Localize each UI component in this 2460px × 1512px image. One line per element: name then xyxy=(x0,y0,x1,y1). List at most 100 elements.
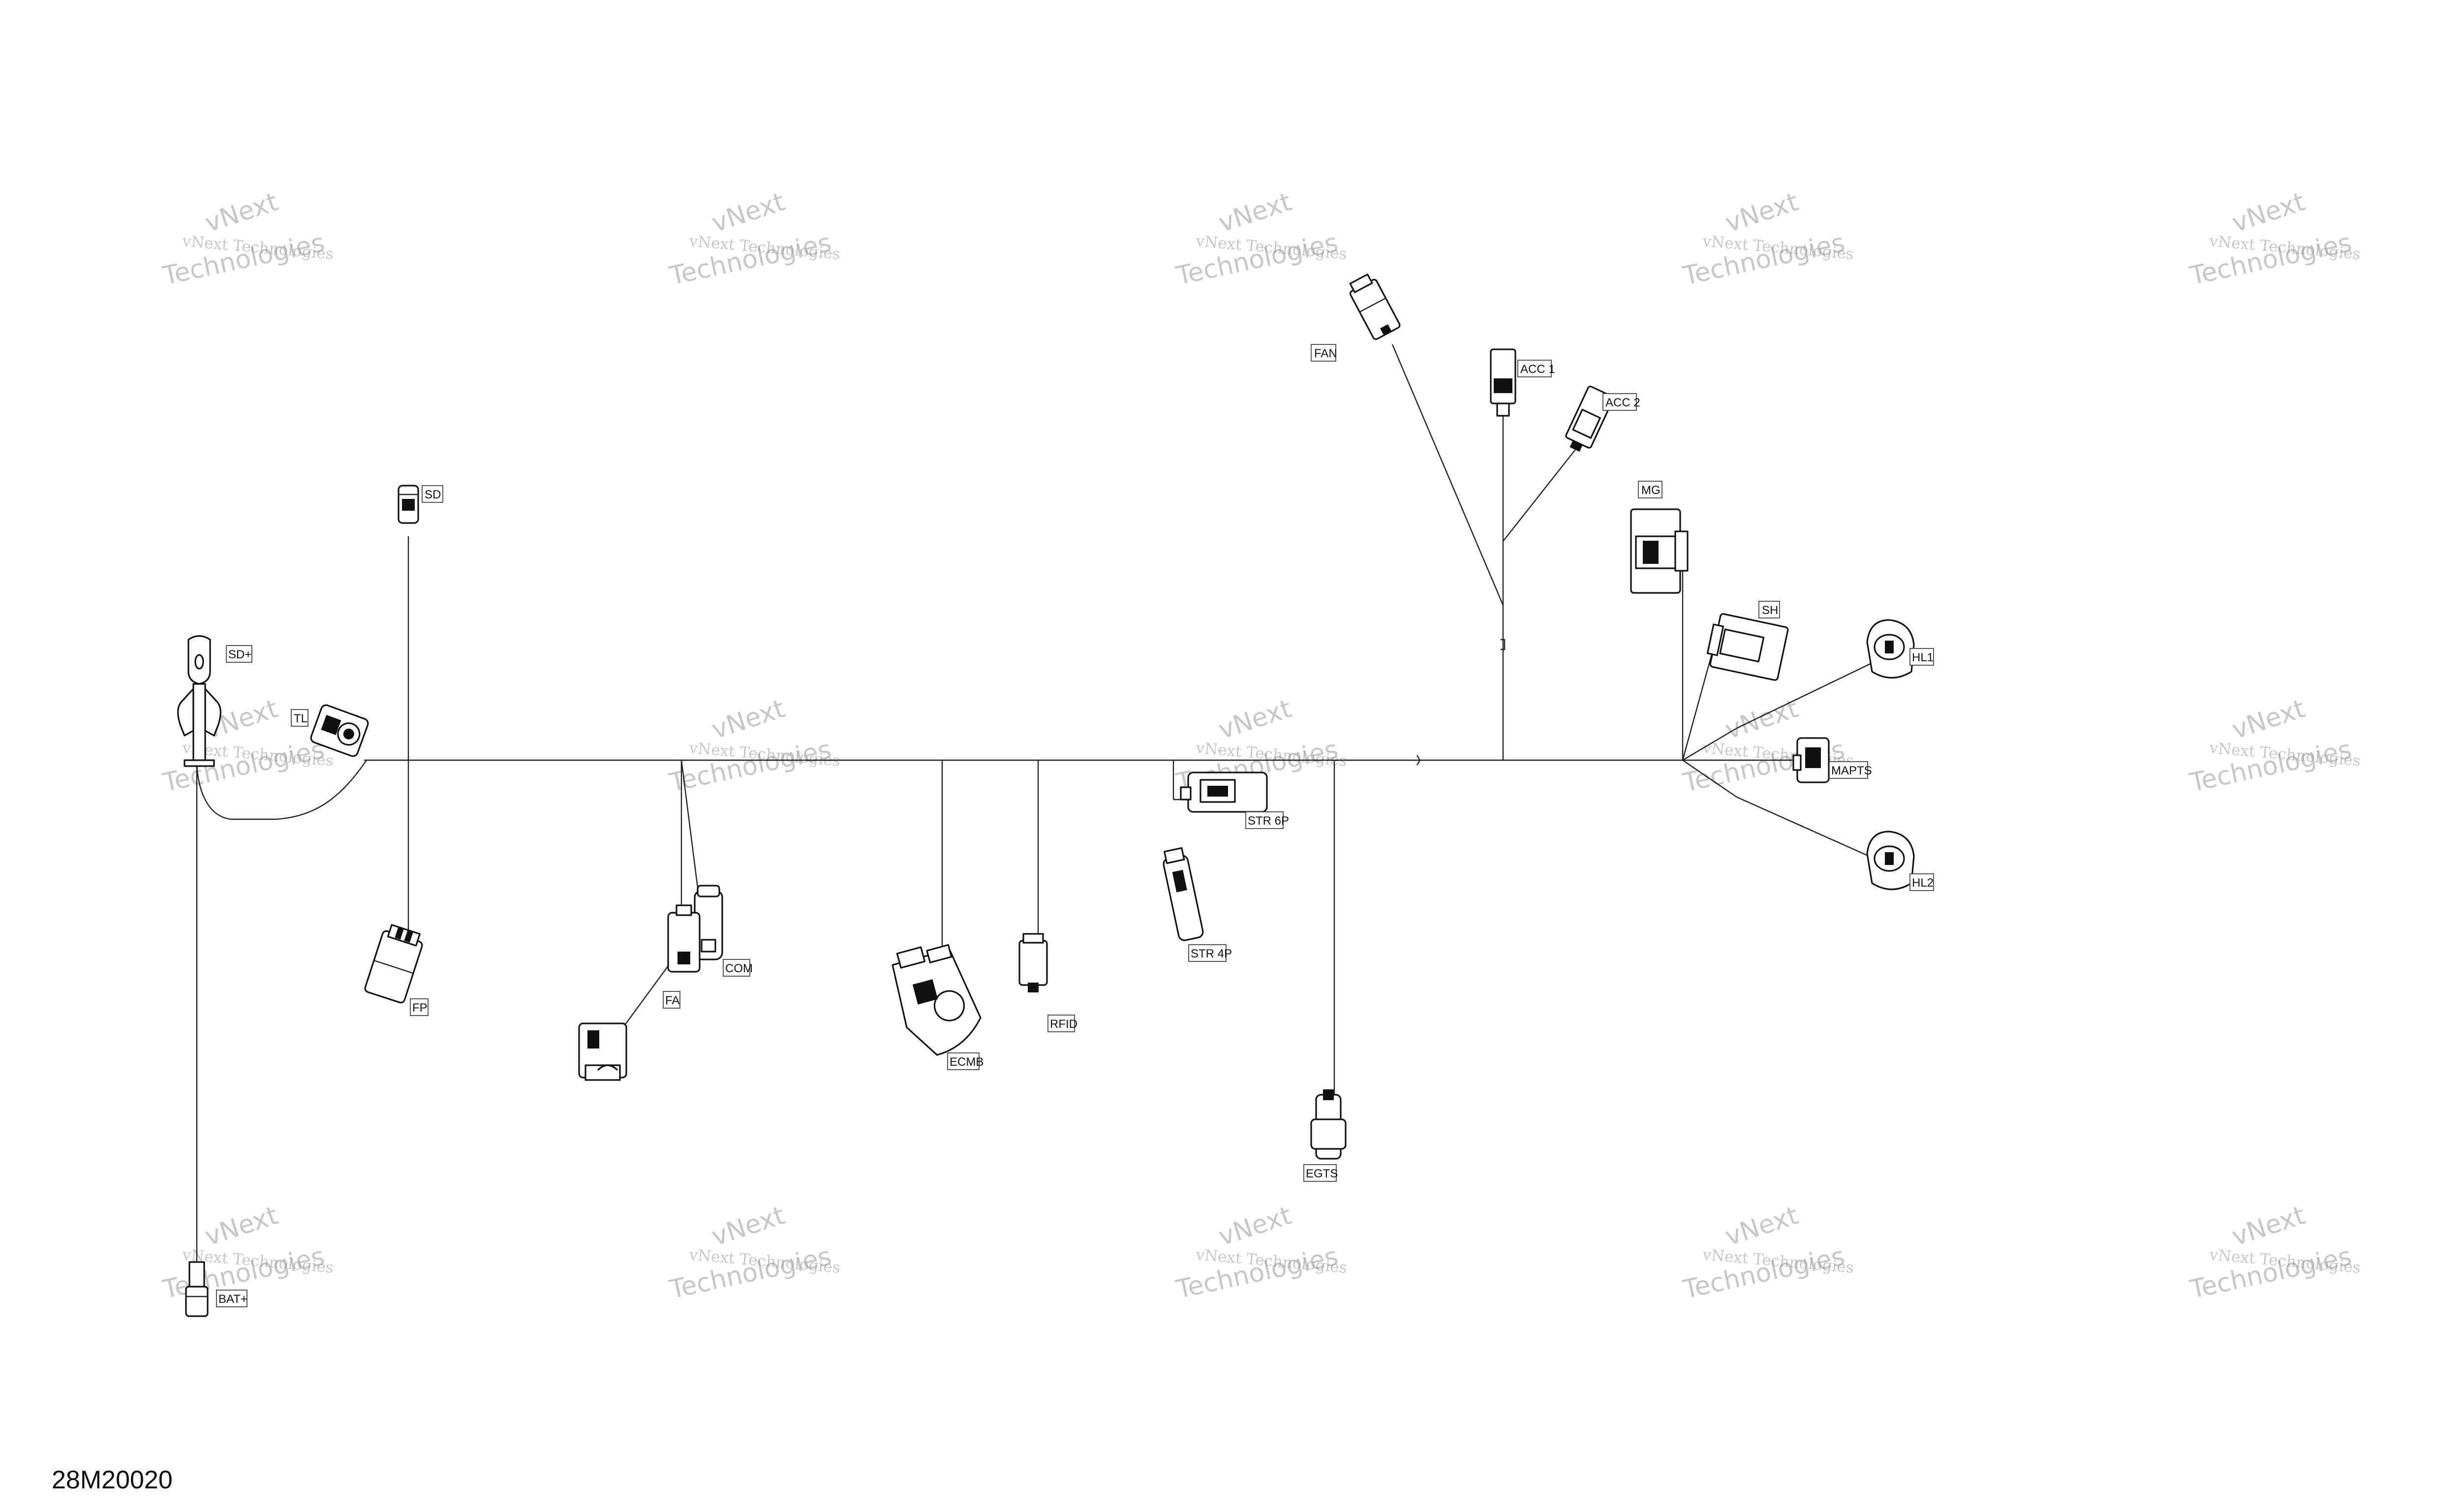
acc1-connector[interactable] xyxy=(1490,348,1516,417)
bat-plus-terminal[interactable] xyxy=(185,1261,209,1317)
rfid-connector[interactable] xyxy=(1018,933,1048,992)
svg-text:vNext: vNext xyxy=(201,1201,281,1252)
svg-text:SH: SH xyxy=(1762,604,1778,617)
label-acc2: ACC 2 xyxy=(1602,393,1640,411)
label-mapts: MAPTS xyxy=(1829,761,1872,779)
egts-connector[interactable] xyxy=(1310,1089,1347,1160)
svg-text:FAN: FAN xyxy=(1314,347,1337,360)
connector-labels: FAN ACC 1 ACC 2 MG SH HL1 MAPTS HL2 xyxy=(216,344,1934,1307)
label-sd: SD xyxy=(422,485,443,503)
trunk-left-curve xyxy=(196,760,367,820)
svg-text:HL2: HL2 xyxy=(1912,876,1934,890)
label-bat-plus: BAT+ xyxy=(216,1290,247,1307)
fan-connector[interactable] xyxy=(1346,272,1401,340)
label-rfid: RFID xyxy=(1047,1015,1077,1032)
hl1-connector[interactable] xyxy=(1866,619,1915,679)
label-str6p: STR 6P xyxy=(1245,811,1289,829)
sd-connector[interactable] xyxy=(398,485,419,524)
svg-text:ACC 1: ACC 1 xyxy=(1520,363,1555,376)
svg-text:vNext: vNext xyxy=(708,694,788,745)
watermark: Technologies vNext vNext Technologies xyxy=(2187,694,2361,798)
svg-text:HL1: HL1 xyxy=(1912,651,1934,664)
watermark: Technologies vNext vNext Technologies xyxy=(667,187,841,291)
svg-text:vNext: vNext xyxy=(2228,1201,2308,1252)
watermark: Technologies vNext vNext Technologies xyxy=(1680,187,1854,291)
acc2-connector[interactable] xyxy=(1562,385,1614,455)
fp-connector[interactable] xyxy=(364,923,426,1004)
svg-text:ECMB: ECMB xyxy=(950,1055,984,1069)
harness-wires xyxy=(196,344,1875,1265)
fan-wire xyxy=(1391,344,1504,606)
svg-text:ACC 2: ACC 2 xyxy=(1605,396,1640,409)
str6p-connector[interactable] xyxy=(1180,771,1268,813)
svg-text:COM: COM xyxy=(725,962,753,975)
label-sh: SH xyxy=(1758,601,1780,618)
watermark: Technologies vNext vNext Technologies xyxy=(667,1201,841,1304)
svg-text:TL: TL xyxy=(294,712,308,725)
svg-text:vNext: vNext xyxy=(1215,694,1295,745)
svg-text:vNext: vNext xyxy=(1722,694,1802,745)
svg-text:EGTS: EGTS xyxy=(1306,1167,1338,1180)
label-acc1: ACC 1 xyxy=(1517,360,1555,377)
svg-text:STR 4P: STR 4P xyxy=(1191,947,1232,960)
label-tl: TL xyxy=(291,709,308,727)
watermark: Technologies vNext vNext Technologies xyxy=(1173,187,1348,291)
mapts-connector[interactable] xyxy=(1792,737,1830,783)
svg-text:BAT+: BAT+ xyxy=(218,1293,247,1306)
svg-text:SD: SD xyxy=(425,488,441,501)
hl2-wire xyxy=(1682,760,1875,860)
svg-text:vNext: vNext xyxy=(708,187,788,238)
watermark: Technologies vNext vNext Technologies xyxy=(1173,1201,1348,1304)
watermark: Technologies vNext vNext Technologies xyxy=(2187,187,2361,291)
svg-text:vNext: vNext xyxy=(1722,187,1802,238)
label-ecmb: ECMB xyxy=(947,1052,984,1070)
svg-text:RFID: RFID xyxy=(1050,1018,1077,1031)
svg-text:SD+: SD+ xyxy=(228,648,251,661)
mg-connector[interactable] xyxy=(1630,508,1689,594)
label-egts: EGTS xyxy=(1303,1164,1338,1182)
svg-text:FA: FA xyxy=(665,994,679,1007)
watermark: Technologies vNext vNext Technologies xyxy=(1680,1201,1854,1304)
com-wire xyxy=(680,760,700,896)
svg-text:vNext: vNext xyxy=(201,187,281,238)
figure-id: 28M20020 xyxy=(52,1466,173,1494)
hl2-connector[interactable] xyxy=(1866,831,1915,891)
watermark: Technologies vNext vNext Technologies xyxy=(667,694,841,798)
svg-text:vNext: vNext xyxy=(1215,187,1295,238)
watermark: Technologies vNext vNext Technologies xyxy=(2187,1201,2361,1304)
fa-connector[interactable] xyxy=(667,904,701,973)
watermarks: Technologies vNext vNext Technologies Te… xyxy=(160,187,2361,1304)
tl-connector[interactable] xyxy=(309,704,369,757)
trunk-mark xyxy=(1416,755,1421,766)
acc2-wire xyxy=(1503,447,1577,542)
svg-text:vNext: vNext xyxy=(2228,187,2308,238)
svg-text:vNext: vNext xyxy=(708,1201,788,1252)
svg-text:FP: FP xyxy=(412,1001,428,1015)
label-hl1: HL1 xyxy=(1909,648,1934,666)
svg-text:MAPTS: MAPTS xyxy=(1831,764,1872,777)
sd-plus-terminal[interactable] xyxy=(177,635,221,767)
fa-lower-connector[interactable] xyxy=(578,1022,627,1081)
label-str4p: STR 4P xyxy=(1188,944,1232,962)
svg-text:vNext: vNext xyxy=(2228,694,2308,745)
label-fp: FP xyxy=(410,998,429,1016)
label-fa: FA xyxy=(663,991,680,1009)
acc-trunk-mark xyxy=(1501,639,1506,650)
connectors xyxy=(177,272,1915,1317)
com-connector[interactable] xyxy=(694,885,723,960)
sh-connector[interactable] xyxy=(1705,613,1789,681)
str4p-connector[interactable] xyxy=(1161,847,1204,941)
label-fan: FAN xyxy=(1311,344,1337,362)
svg-text:vNext: vNext xyxy=(1722,1201,1802,1252)
label-hl2: HL2 xyxy=(1909,873,1934,891)
watermark: Technologies vNext vNext Technologies xyxy=(160,187,334,291)
svg-text:MG: MG xyxy=(1641,484,1660,497)
label-com: COM xyxy=(723,959,753,977)
ecmb-connector[interactable] xyxy=(888,937,987,1060)
label-sd-plus: SD+ xyxy=(226,645,252,663)
hl1-wire xyxy=(1682,661,1875,761)
label-mg: MG xyxy=(1638,481,1662,498)
svg-text:STR 6P: STR 6P xyxy=(1248,814,1289,828)
svg-text:vNext: vNext xyxy=(1215,1201,1295,1252)
